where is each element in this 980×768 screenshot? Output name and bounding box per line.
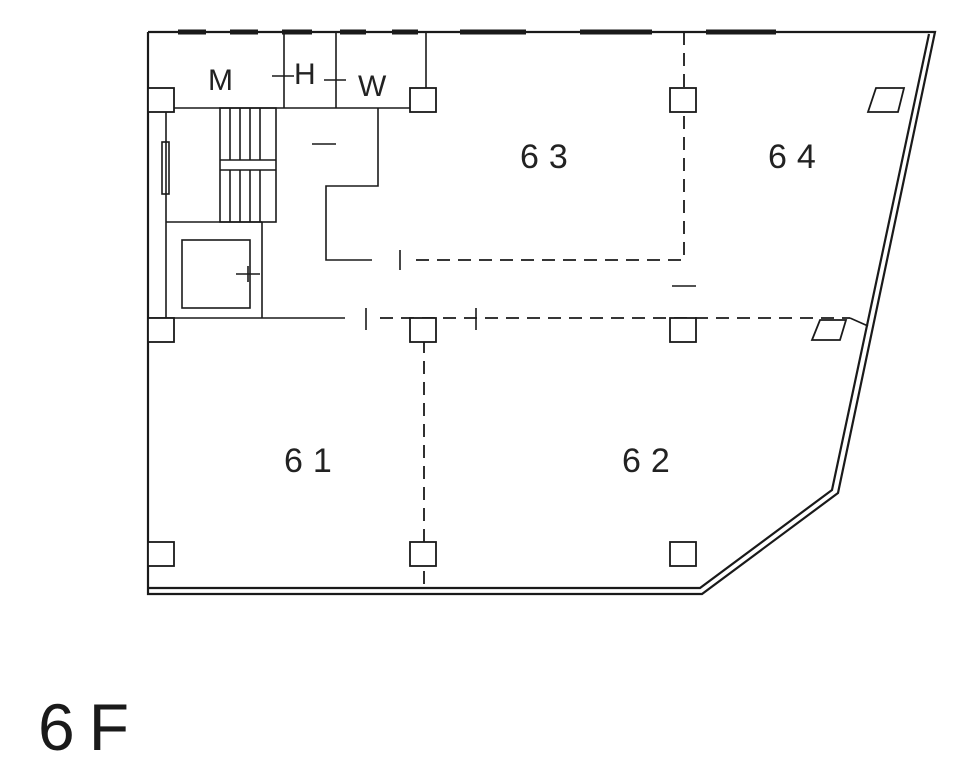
room-62-label: 62 [622, 442, 680, 480]
service-core [148, 32, 427, 318]
tenant-partitions [148, 32, 869, 586]
floor-label: 6F [38, 690, 143, 764]
room-64-label: 64 [768, 138, 826, 176]
handicap-wc-label: H [294, 58, 316, 91]
exterior-walls [146, 30, 937, 596]
room-61-label: 61 [284, 442, 342, 480]
men-wc-label: M [208, 64, 233, 97]
women-wc-label: W [358, 70, 387, 103]
structural-columns [147, 87, 906, 567]
room-63-label: 63 [520, 138, 578, 176]
